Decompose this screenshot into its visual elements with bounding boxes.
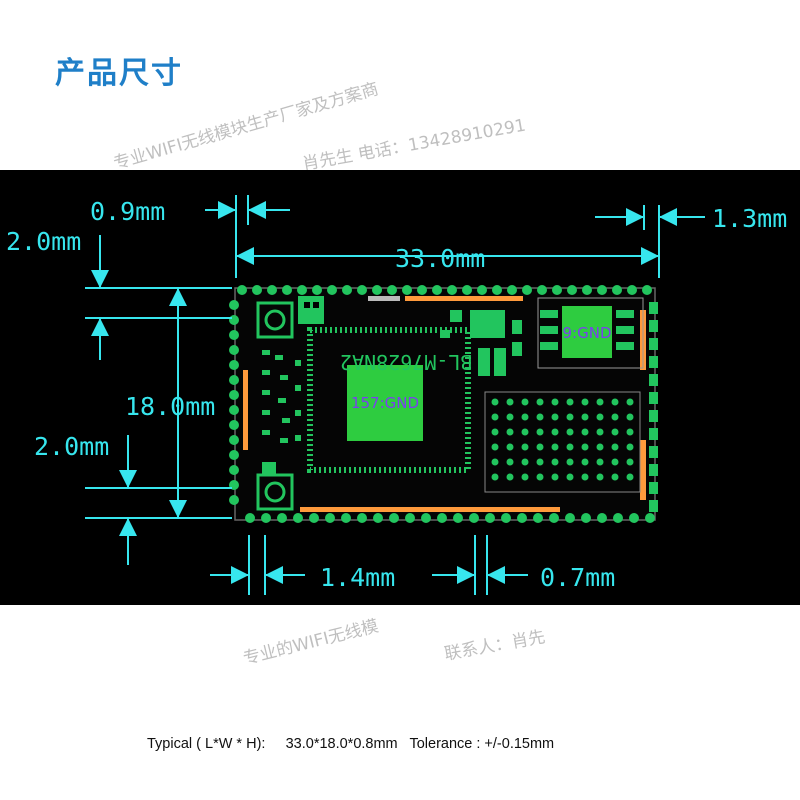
- dim-length: 33.0mm: [395, 244, 485, 273]
- bottom-pad-row: [245, 513, 655, 523]
- spec-typical-value: 33.0*18.0*0.8mm: [285, 736, 398, 752]
- secondary-chip-label: 9:GND: [563, 324, 612, 342]
- watermark-text: 联系人：肖先: [442, 627, 547, 665]
- top-pad-row: [237, 285, 652, 295]
- main-chip: 157:GND: [307, 327, 471, 473]
- passive-components: [262, 310, 522, 443]
- dimension-lines: [85, 195, 705, 595]
- via-grid: [484, 391, 641, 493]
- main-chip-label: 157:GND: [351, 394, 419, 412]
- dim-top-margin: 2.0mm: [6, 227, 81, 256]
- dim-width: 18.0mm: [125, 392, 215, 421]
- dim-pin-pitch: 1.4mm: [320, 563, 395, 592]
- spec-typical-label: Typical ( L*W * H):: [147, 736, 266, 752]
- watermark-text: 专业的WIFI无线模: [241, 616, 381, 670]
- secondary-chip: 9:GND: [537, 297, 644, 369]
- dimension-drawing-panel: 157:GND BL-M7628NA2 9:GND: [0, 170, 800, 605]
- dim-bottom-margin: 2.0mm: [34, 432, 109, 461]
- antenna-connector-bottom: [256, 462, 294, 511]
- antenna-connector-top: [256, 296, 324, 339]
- silkscreen-part-number: BL-M7628NA2: [340, 350, 472, 374]
- dim-pin-offset-right: 1.3mm: [712, 204, 787, 233]
- dim-pad-width: 0.7mm: [540, 563, 615, 592]
- pcb-dimension-drawing: 157:GND BL-M7628NA2 9:GND: [6, 195, 787, 595]
- page-title: 产品尺寸: [55, 56, 183, 91]
- watermark-text: 肖先生 电话：13428910291: [300, 115, 528, 175]
- right-pad-column: [649, 302, 658, 512]
- dim-pin-offset-left: 0.9mm: [90, 197, 165, 226]
- left-pad-column: [229, 300, 239, 505]
- spec-line: Typical ( L*W * H): 33.0*18.0*0.8mm Tole…: [147, 736, 554, 752]
- spec-tolerance: Tolerance : +/-0.15mm: [409, 736, 555, 752]
